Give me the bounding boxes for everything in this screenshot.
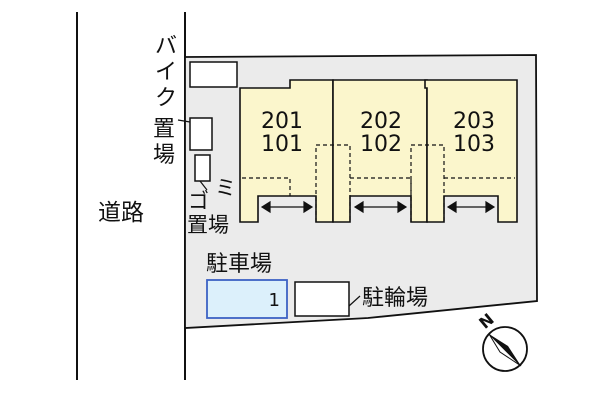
unit-102-label: 102 bbox=[360, 132, 402, 157]
compass-arrow-outline bbox=[488, 333, 522, 367]
dashed-lines bbox=[242, 144, 515, 222]
garbage-label-1: ゴ bbox=[188, 189, 209, 213]
door-arrows bbox=[260, 200, 496, 214]
car-parking-label: 駐車場 bbox=[206, 252, 272, 277]
bike-parking-label-4: 置 bbox=[153, 117, 175, 142]
bicycle-parking-label: 駐輪場 bbox=[362, 286, 428, 311]
parking-space-number: 1 bbox=[269, 290, 280, 311]
road-label: 道路 bbox=[98, 200, 144, 226]
building: 201 101 202 102 203 103 bbox=[239, 79, 518, 223]
bike-parking-label-5: 場 bbox=[153, 143, 175, 168]
bike-parking-label-1: バ bbox=[155, 34, 177, 59]
unit-103-label: 103 bbox=[453, 132, 495, 157]
bike-parking-label-2: イ bbox=[155, 60, 177, 85]
parking-space-1 bbox=[206, 279, 288, 319]
garbage-leader-line bbox=[199, 180, 208, 191]
garbage-label-2: ミ bbox=[215, 176, 236, 200]
bike-parking-box-lower bbox=[189, 117, 213, 151]
unit-202-label: 202 bbox=[360, 109, 402, 134]
unit-203-label: 203 bbox=[453, 109, 495, 134]
bike-parking-box-top bbox=[189, 61, 238, 88]
unit-201-label: 201 bbox=[261, 109, 303, 134]
garbage-label-suffix: 置場 bbox=[187, 213, 229, 237]
bicycle-leader-line bbox=[348, 295, 361, 307]
unit-101-label: 101 bbox=[261, 132, 303, 157]
bike-parking-label-3: ク bbox=[155, 86, 177, 111]
garbage-box bbox=[194, 154, 211, 182]
compass: N bbox=[475, 309, 528, 372]
unit-block-3 bbox=[424, 79, 518, 223]
bicycle-parking-box bbox=[294, 281, 350, 317]
bike-leader-line bbox=[177, 119, 191, 123]
